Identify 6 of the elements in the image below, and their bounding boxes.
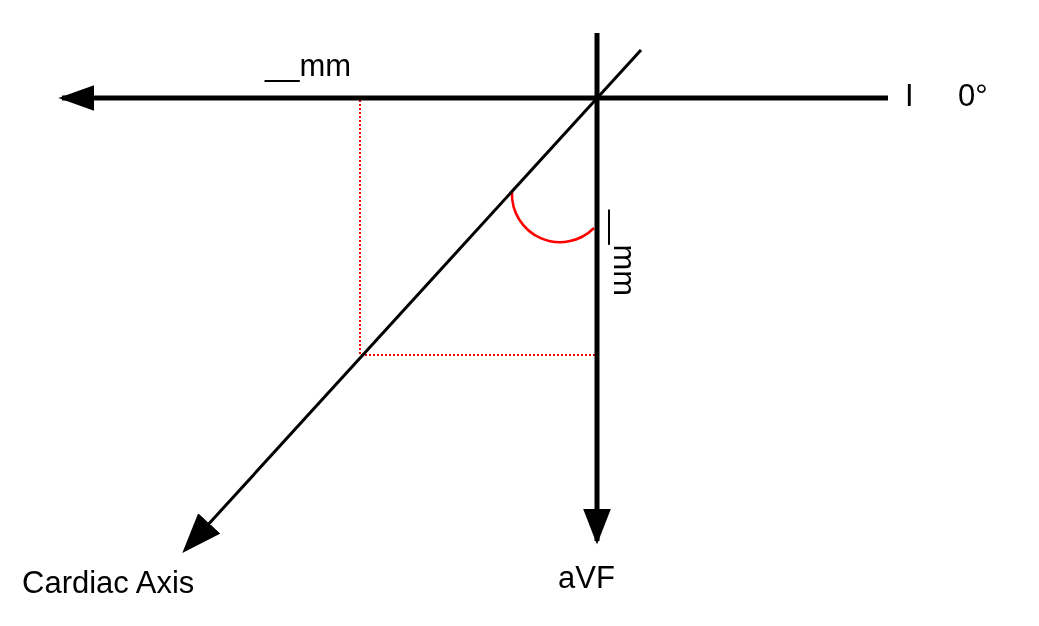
measurement-blank: __mm bbox=[265, 50, 352, 81]
axis-label: Cardiac Axis bbox=[22, 567, 195, 598]
lead-label: I bbox=[905, 80, 914, 111]
lead-label: aVF bbox=[558, 562, 615, 593]
angle-label: 0° bbox=[958, 80, 988, 111]
measurement-blank: __mm bbox=[609, 210, 640, 297]
